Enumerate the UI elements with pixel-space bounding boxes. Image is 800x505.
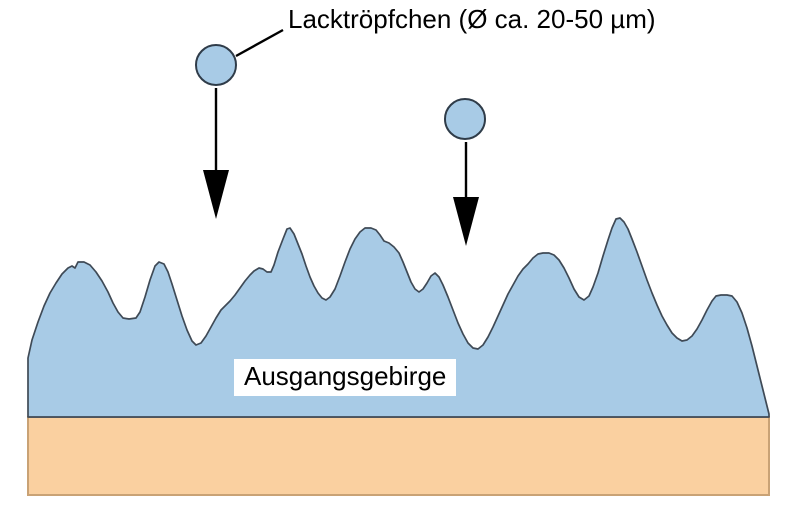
- substrate-layer: [27, 416, 770, 496]
- rough-surface-profile: [27, 217, 770, 418]
- droplet-right: [444, 98, 486, 140]
- droplet-caption-label: Lacktröpfchen (Ø ca. 20-50 µm): [288, 4, 656, 34]
- leader-line: [235, 28, 284, 58]
- arrow-left-head: [203, 170, 229, 219]
- surface-label: Ausgangsgebirge: [234, 359, 457, 396]
- arrow-right-head: [453, 197, 479, 246]
- droplet-left: [195, 44, 237, 86]
